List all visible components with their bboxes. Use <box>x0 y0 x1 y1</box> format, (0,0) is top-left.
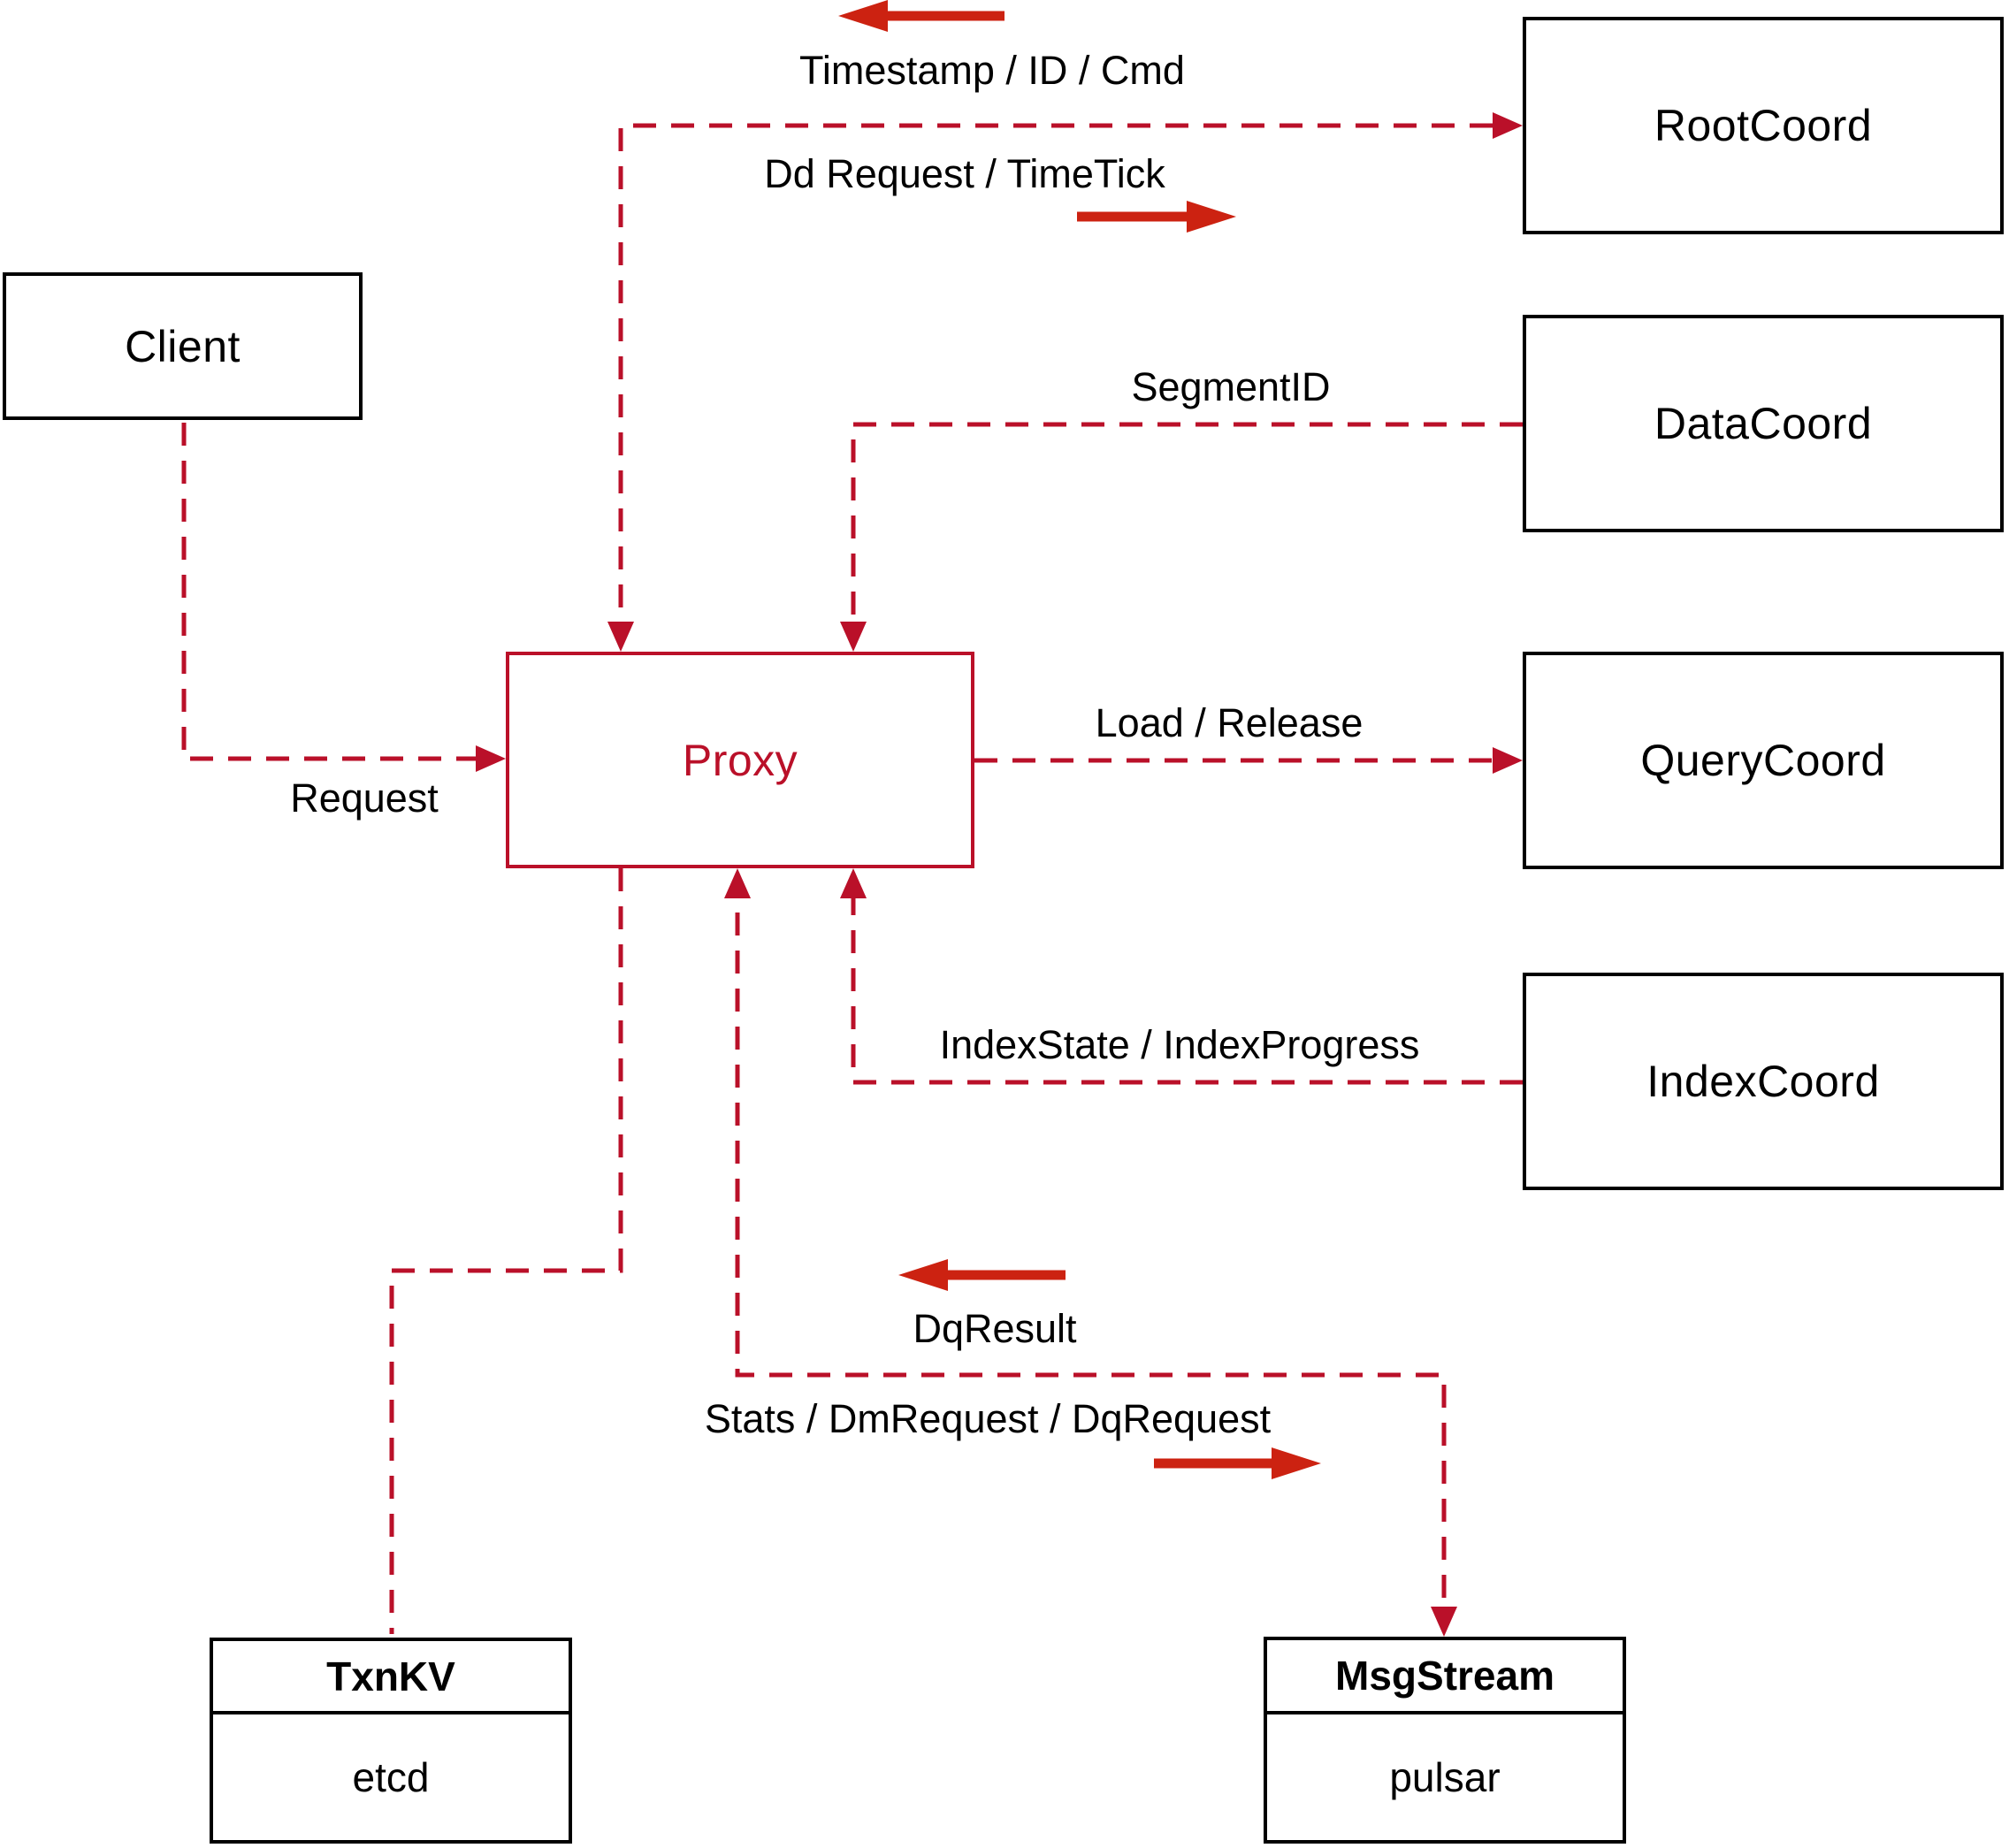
node-indexcoord: IndexCoord <box>1523 973 2004 1190</box>
arrowhead-into-proxy-top-right-icon <box>840 622 867 652</box>
arrowhead-into-querycoord-icon <box>1493 747 1523 774</box>
edge-label-dqresult: DqResult <box>913 1306 1077 1351</box>
connector-proxy-rootcoord <box>618 123 1496 645</box>
edge-label-segmentid: SegmentID <box>1131 364 1331 409</box>
stats-direction-arrow-icon <box>1154 1447 1321 1479</box>
timestamp-direction-arrow-icon <box>838 0 1004 32</box>
arrowhead-into-msgstream-icon <box>1431 1607 1457 1637</box>
node-proxy-label: Proxy <box>682 735 798 785</box>
edge-label-timestamp-id-cmd: Timestamp / ID / Cmd <box>799 48 1185 93</box>
node-rootcoord: RootCoord <box>1523 17 2004 234</box>
connector-proxy-msgstream <box>735 874 1447 1631</box>
node-msgstream: MsgStream pulsar <box>1264 1637 1626 1844</box>
node-msgstream-subtitle: pulsar <box>1389 1754 1501 1800</box>
node-querycoord-label: QueryCoord <box>1640 736 1886 785</box>
connector-indexcoord-proxy <box>851 874 1523 1085</box>
connector-proxy-txnkv <box>389 868 623 1634</box>
node-datacoord: DataCoord <box>1523 315 2004 532</box>
node-msgstream-title: MsgStream <box>1267 1640 1623 1714</box>
node-txnkv: TxnKV etcd <box>210 1638 572 1844</box>
connector-client-proxy <box>181 423 500 761</box>
node-datacoord-label: DataCoord <box>1654 399 1873 448</box>
arrowhead-into-rootcoord-icon <box>1493 112 1523 139</box>
node-txnkv-title: TxnKV <box>213 1641 569 1714</box>
node-querycoord: QueryCoord <box>1523 652 2004 869</box>
node-rootcoord-label: RootCoord <box>1654 101 1873 150</box>
node-client-label: Client <box>125 321 241 371</box>
node-proxy: Proxy <box>506 652 974 868</box>
edge-label-indexstate-indexprogress: IndexState / IndexProgress <box>939 1022 1420 1067</box>
arrowhead-into-proxy-top-left-icon <box>607 622 634 652</box>
edge-label-stats-dmrequest-dqrequest: Stats / DmRequest / DqRequest <box>704 1396 1272 1441</box>
connector-datacoord-proxy <box>851 422 1523 645</box>
arrowhead-into-proxy-bottom-left-icon <box>724 868 751 898</box>
dd-request-direction-arrow-icon <box>1077 201 1236 233</box>
edge-label-dd-request-timetick: Dd Request / TimeTick <box>764 151 1165 196</box>
node-client: Client <box>3 272 363 420</box>
node-txnkv-subtitle: etcd <box>352 1754 430 1800</box>
dq-result-direction-arrow-icon <box>898 1259 1066 1291</box>
node-indexcoord-label: IndexCoord <box>1646 1057 1880 1106</box>
arrowhead-into-proxy-left-icon <box>476 745 506 772</box>
edge-label-request: Request <box>290 775 439 821</box>
arrowhead-into-proxy-bottom-right-icon <box>840 868 867 898</box>
edge-label-load-release: Load / Release <box>1095 700 1364 745</box>
